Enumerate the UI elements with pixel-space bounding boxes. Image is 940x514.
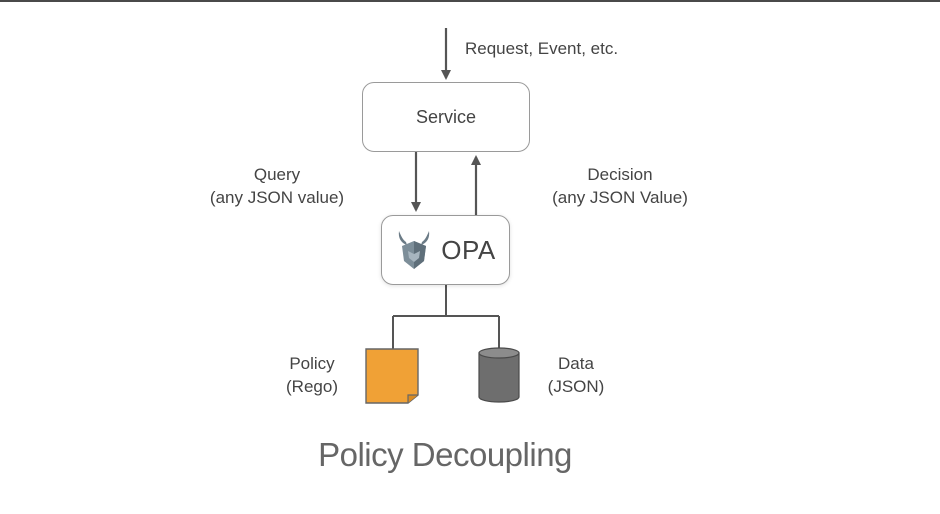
document-icon: [365, 348, 419, 404]
diagram-caption: Policy Decoupling: [318, 436, 572, 473]
opa-node: OPA: [381, 215, 510, 285]
opa-tree-connector: [392, 285, 500, 350]
opa-viking-helmet-icon: [399, 231, 430, 269]
service-label: Service: [415, 106, 477, 127]
decision-label: Decision (any JSON Value): [530, 163, 710, 209]
decision-label-subtitle: (any JSON Value): [552, 188, 688, 207]
query-label: Query (any JSON value): [184, 163, 370, 209]
data-label-title: Data: [558, 354, 594, 373]
decision-label-title: Decision: [587, 165, 653, 184]
service-node: Service: [362, 82, 530, 152]
top-border: [0, 0, 940, 2]
query-label-subtitle: (any JSON value): [209, 188, 345, 207]
data-label: Data (JSON): [526, 352, 626, 398]
opa-label: OPA: [441, 234, 496, 265]
query-label-title: Query: [253, 165, 301, 184]
request-label: Request, Event, etc.: [465, 39, 619, 58]
database-icon: [478, 347, 520, 403]
data-label-subtitle: (JSON): [547, 377, 605, 396]
policy-label-subtitle: (Rego): [286, 377, 338, 396]
policy-label-title: Policy: [289, 354, 335, 373]
policy-label: Policy (Rego): [262, 352, 362, 398]
